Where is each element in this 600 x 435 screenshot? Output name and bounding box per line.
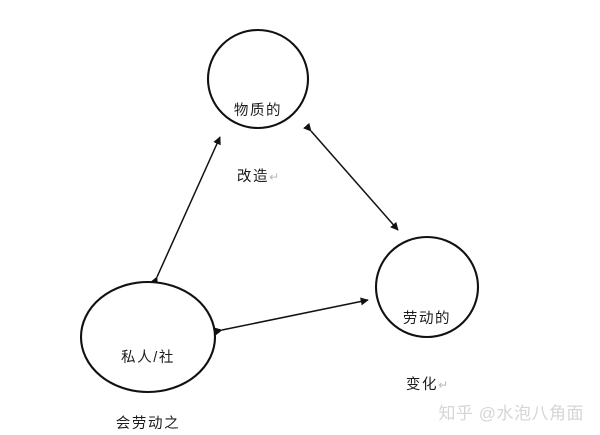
node-circle-material[interactable] [206,28,310,130]
node-circle-labor[interactable] [374,235,480,339]
node-circle-contradiction[interactable] [79,280,217,394]
edge-contradiction-to-labor [214,297,369,336]
edge-contradiction-to-material [150,136,221,286]
watermark: 知乎 @水泡八角面 [438,404,584,423]
edge-material-to-labor [303,122,399,231]
